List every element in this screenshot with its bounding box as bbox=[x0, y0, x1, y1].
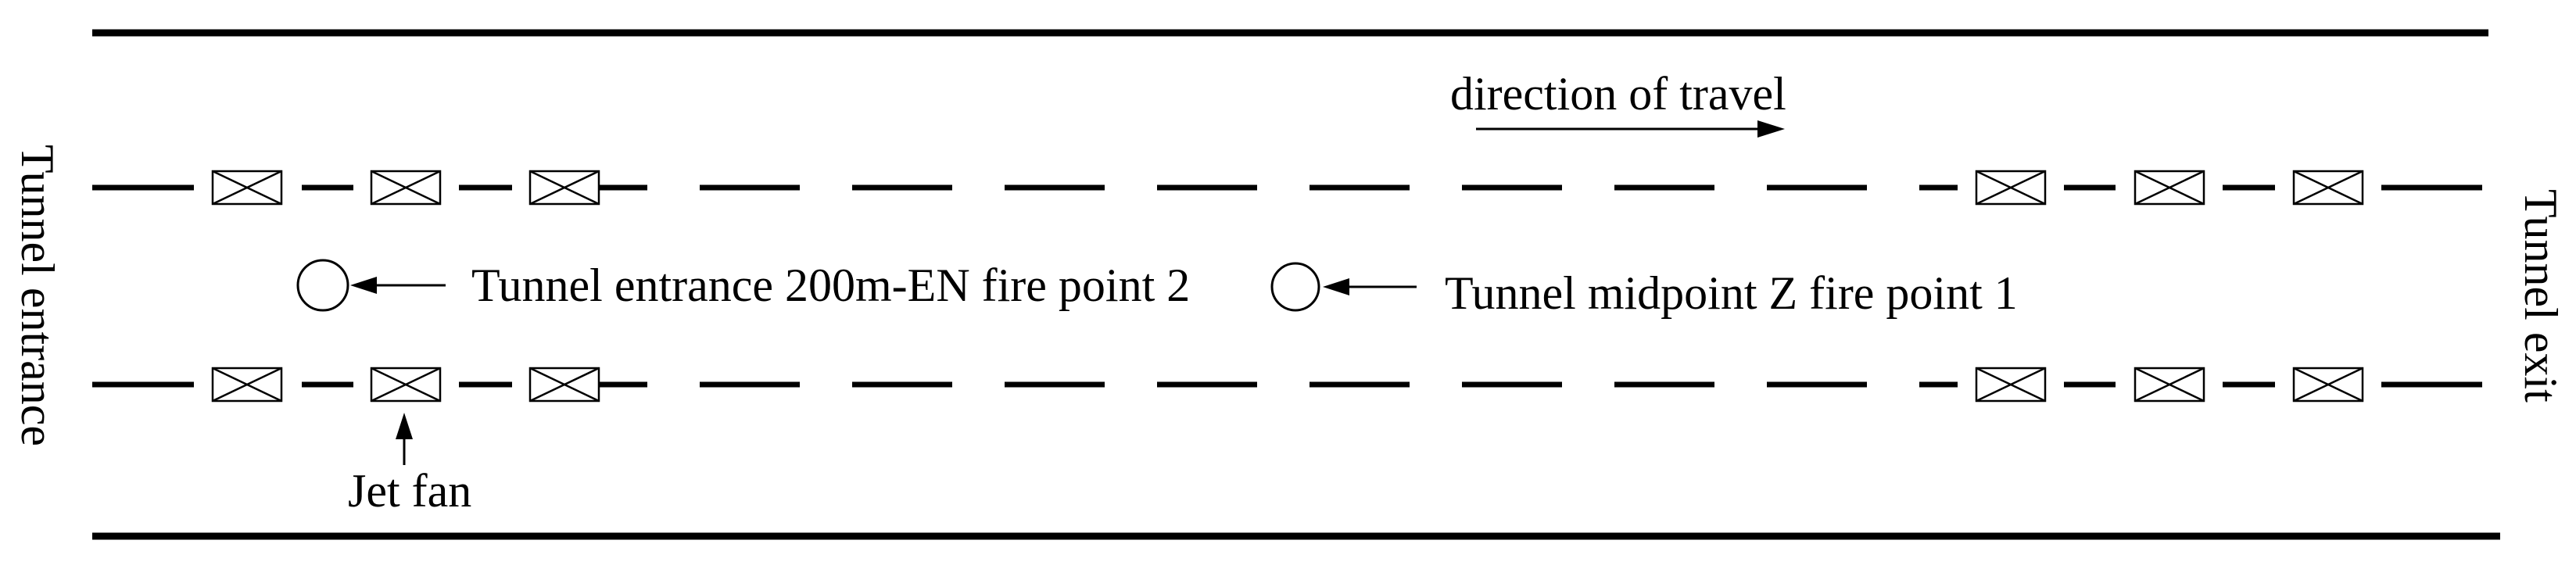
direction-arrow bbox=[1476, 120, 1785, 138]
tunnel-entrance-label: Tunnel entrance bbox=[12, 145, 63, 446]
fire-point-1-marker bbox=[1270, 262, 1320, 312]
jet-fan-icon bbox=[1975, 170, 2047, 206]
tunnel-exit-label: Tunnel exit bbox=[2515, 189, 2567, 403]
jet-fans-upper bbox=[211, 170, 2364, 206]
fire-point-2-marker bbox=[296, 259, 349, 312]
jet-fan-icon bbox=[211, 170, 283, 206]
jet-fan-arrow bbox=[396, 413, 413, 465]
fire-point-1-label: Tunnel midpoint Z fire point 1 bbox=[1445, 267, 2018, 319]
fire-point-2-label: Tunnel entrance 200m-EN fire point 2 bbox=[471, 259, 1190, 311]
jet-fans-lower bbox=[211, 367, 2364, 403]
jet-fan-icon bbox=[2134, 170, 2205, 206]
jet-fan-label: Jet fan bbox=[348, 465, 471, 517]
jet-fan-icon bbox=[2292, 170, 2364, 206]
jet-fan-icon bbox=[2292, 367, 2364, 403]
jet-fan-icon bbox=[370, 170, 442, 206]
fire-point-2-arrow bbox=[350, 277, 446, 294]
jet-fan-icon bbox=[370, 367, 442, 403]
jet-fan-icon bbox=[2134, 367, 2205, 403]
direction-of-travel-label: direction of travel bbox=[1450, 68, 1786, 120]
jet-fan-icon bbox=[528, 170, 600, 206]
jet-fan-icon bbox=[211, 367, 283, 403]
jet-fan-icon bbox=[528, 367, 600, 403]
fire-point-1-arrow bbox=[1323, 278, 1417, 295]
jet-fan-icon bbox=[1975, 367, 2047, 403]
